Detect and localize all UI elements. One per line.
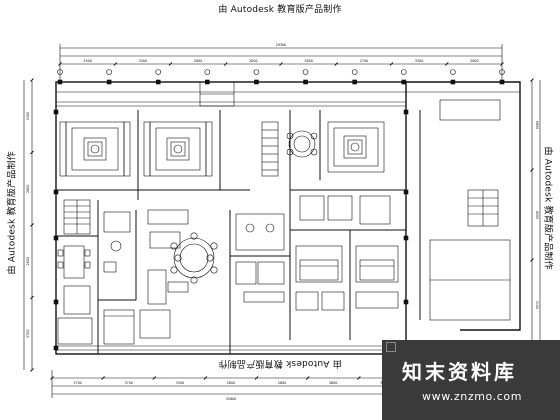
round-dining-table bbox=[170, 232, 218, 284]
axis-bubbles bbox=[57, 69, 505, 75]
top-dimension-label: 2700 bbox=[360, 59, 368, 63]
axis-bubble bbox=[400, 69, 407, 75]
column bbox=[106, 79, 112, 85]
right-dimension-chain bbox=[530, 78, 541, 352]
column bbox=[53, 109, 59, 115]
right-wing bbox=[429, 99, 511, 321]
bottom-balcony bbox=[56, 345, 406, 351]
bottom-dimension-label: 3700 bbox=[125, 381, 133, 385]
top-dimension-label: 3300 bbox=[139, 59, 147, 63]
logo-name: 知末资料库 bbox=[402, 360, 517, 384]
kitchen bbox=[235, 213, 285, 303]
partition-walls bbox=[56, 110, 421, 354]
bottom-overall-dimension: 32600 bbox=[226, 397, 237, 401]
top-dimension-label: 2800 bbox=[470, 59, 478, 63]
bottom-dimension-label: 3300 bbox=[176, 381, 184, 385]
bottom-dimension-label: 3700 bbox=[73, 381, 81, 385]
bottom-dimension-label: 2800 bbox=[329, 381, 337, 385]
bottom-dimension-label: 2800 bbox=[227, 381, 235, 385]
axis-bubble bbox=[106, 69, 112, 75]
bathroom-left bbox=[103, 211, 135, 345]
top-dimension-chain bbox=[58, 44, 504, 80]
sofa-group-3 bbox=[327, 121, 385, 173]
axis-bubble bbox=[253, 69, 260, 75]
bottom-dimension-chain bbox=[50, 370, 412, 398]
top-dimension-label: 2500 bbox=[83, 59, 91, 63]
column bbox=[155, 79, 161, 85]
column bbox=[352, 79, 357, 85]
top-dimension-label: 2800 bbox=[194, 59, 202, 63]
column bbox=[53, 189, 59, 195]
structural-columns bbox=[53, 79, 505, 351]
top-overall-dimension: 29300 bbox=[276, 43, 287, 47]
column bbox=[53, 299, 59, 305]
column bbox=[401, 79, 407, 85]
balcony-band bbox=[56, 81, 406, 107]
column bbox=[254, 79, 259, 85]
outer-walls bbox=[55, 81, 521, 355]
right-dimension-label: 4500 bbox=[535, 211, 539, 219]
axis-bubble bbox=[302, 69, 309, 75]
sofa-group-2 bbox=[143, 121, 213, 177]
left-dimension-label: 2600 bbox=[26, 257, 30, 265]
dining-table-left bbox=[57, 245, 93, 345]
watermark-top: 由 Autodesk 教育版产品制作 bbox=[218, 5, 342, 15]
sofa-room-center-left bbox=[139, 209, 189, 339]
bedroom-center bbox=[295, 195, 353, 311]
top-dimension-label: 2800 bbox=[304, 59, 312, 63]
top-dimension-label: 3300 bbox=[415, 59, 423, 63]
column bbox=[53, 235, 59, 241]
right-dimension-label: 3100 bbox=[535, 301, 539, 309]
column bbox=[499, 79, 505, 85]
round-table-top bbox=[286, 130, 318, 158]
axis-bubble bbox=[57, 69, 63, 75]
column bbox=[450, 79, 456, 85]
axis-bubble bbox=[204, 69, 211, 75]
axis-bubble bbox=[155, 69, 162, 75]
left-dimension-label: 3300 bbox=[26, 112, 30, 120]
axis-bubble bbox=[450, 69, 456, 75]
column bbox=[303, 79, 308, 85]
right-dimension-label: 6800 bbox=[535, 121, 539, 129]
left-stair bbox=[63, 199, 91, 235]
left-dimension-chain bbox=[23, 78, 34, 372]
top-dimension-label: 2800 bbox=[249, 59, 257, 63]
left-dimension-label: 3700 bbox=[26, 330, 30, 338]
logo-url: www.znzmo.com bbox=[422, 390, 523, 403]
column bbox=[53, 345, 59, 351]
axis-bubble bbox=[351, 69, 358, 75]
site-logo: 知末资料库 www.znzmo.com bbox=[382, 340, 560, 420]
logo-icon bbox=[386, 342, 396, 352]
bottom-dimension-label: 2800 bbox=[278, 381, 286, 385]
column bbox=[57, 79, 63, 85]
sofa-group-1 bbox=[59, 121, 131, 177]
axis-bubble bbox=[499, 69, 505, 75]
central-stair bbox=[261, 121, 279, 177]
bedroom-right bbox=[355, 195, 399, 309]
left-dimension-label: 2800 bbox=[26, 185, 30, 193]
